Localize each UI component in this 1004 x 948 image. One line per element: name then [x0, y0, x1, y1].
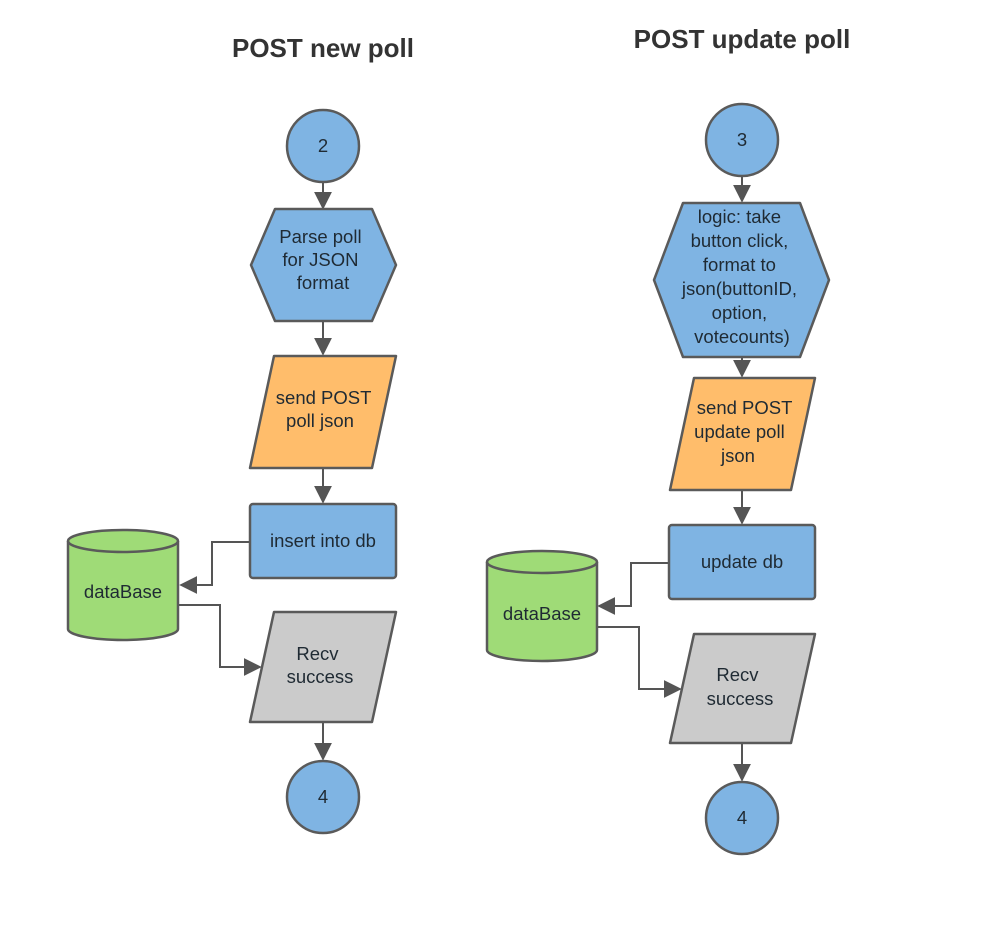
database-label: dataBase	[84, 581, 162, 602]
start-label: 3	[737, 129, 747, 150]
database-cylinder-rim	[66, 540, 180, 554]
process-hexagon	[652, 201, 831, 359]
recv-parallelogram	[248, 610, 398, 724]
send-label: send POST poll json	[276, 387, 376, 431]
recv-line: Recv	[716, 664, 759, 685]
process-label: Parse poll for JSON format	[279, 226, 366, 293]
recv-node: Recv success	[668, 632, 817, 745]
start-node: 2	[285, 108, 361, 184]
database-cylinder	[485, 549, 599, 663]
database-cylinder-rim	[485, 561, 599, 575]
send-label: send POST update poll json	[694, 397, 797, 466]
db-action-label: update db	[701, 551, 783, 572]
process-hexagon	[249, 207, 398, 323]
connectors	[178, 183, 332, 761]
send-line: json	[720, 445, 755, 466]
start-circle	[285, 108, 361, 184]
process-line: json(buttonID,	[681, 278, 797, 299]
edge-db-action-to-database	[179, 541, 250, 594]
edge-database-to-recv	[596, 626, 682, 698]
process-line: logic: take	[698, 206, 781, 227]
send-parallelogram	[248, 354, 398, 470]
database-label: dataBase	[503, 603, 581, 624]
send-node: send POST poll json	[248, 354, 398, 470]
database-node: dataBase	[485, 549, 599, 663]
end-node: 4	[704, 780, 780, 856]
process-line: for JSON	[282, 249, 358, 270]
process-line: format to	[703, 254, 776, 275]
recv-label: Recv success	[707, 664, 774, 709]
process-line: Parse poll	[279, 226, 361, 247]
send-line: update poll	[694, 421, 785, 442]
send-node: send POST update poll json	[668, 376, 817, 492]
process-node: logic: take button click, format to json…	[652, 201, 831, 359]
recv-line: success	[707, 688, 774, 709]
process-label: logic: take button click, format to json…	[681, 206, 802, 347]
recv-line: success	[287, 666, 354, 687]
edge-db-action-to-database	[597, 562, 670, 615]
process-line: format	[297, 272, 349, 293]
edge-database-to-recv	[178, 604, 262, 676]
flow-title: POST new poll	[232, 33, 414, 63]
recv-node: Recv success	[248, 610, 398, 724]
flow-post-update-poll: POST update poll 3 logic: take button cl…	[485, 24, 851, 856]
db-action-node: update db	[667, 523, 817, 601]
recv-line: Recv	[296, 643, 339, 664]
database-node: dataBase	[66, 528, 180, 642]
process-line: option,	[712, 302, 768, 323]
end-label: 4	[737, 807, 747, 828]
db-action-rect	[667, 523, 817, 601]
send-line: send POST	[276, 387, 371, 408]
start-circle	[704, 102, 780, 178]
connectors	[596, 176, 751, 782]
database-cylinder	[66, 528, 180, 642]
start-label: 2	[318, 135, 328, 156]
send-parallelogram	[668, 376, 817, 492]
db-action-rect	[248, 502, 398, 580]
db-action-label: insert into db	[270, 530, 376, 551]
flow-title: POST update poll	[634, 24, 851, 54]
recv-parallelogram	[668, 632, 817, 745]
db-action-node: insert into db	[248, 502, 398, 580]
flow-post-new-poll: POST new poll 2 Parse poll for JSON form…	[66, 33, 414, 835]
process-line: button click,	[691, 230, 789, 251]
process-node: Parse poll for JSON format	[249, 207, 398, 323]
recv-label: Recv success	[287, 643, 354, 687]
send-line: poll json	[286, 410, 354, 431]
end-circle	[704, 780, 780, 856]
end-node: 4	[285, 759, 361, 835]
end-label: 4	[318, 786, 328, 807]
process-line: votecounts)	[694, 326, 790, 347]
start-node: 3	[704, 102, 780, 178]
send-line: send POST	[697, 397, 792, 418]
end-circle	[285, 759, 361, 835]
